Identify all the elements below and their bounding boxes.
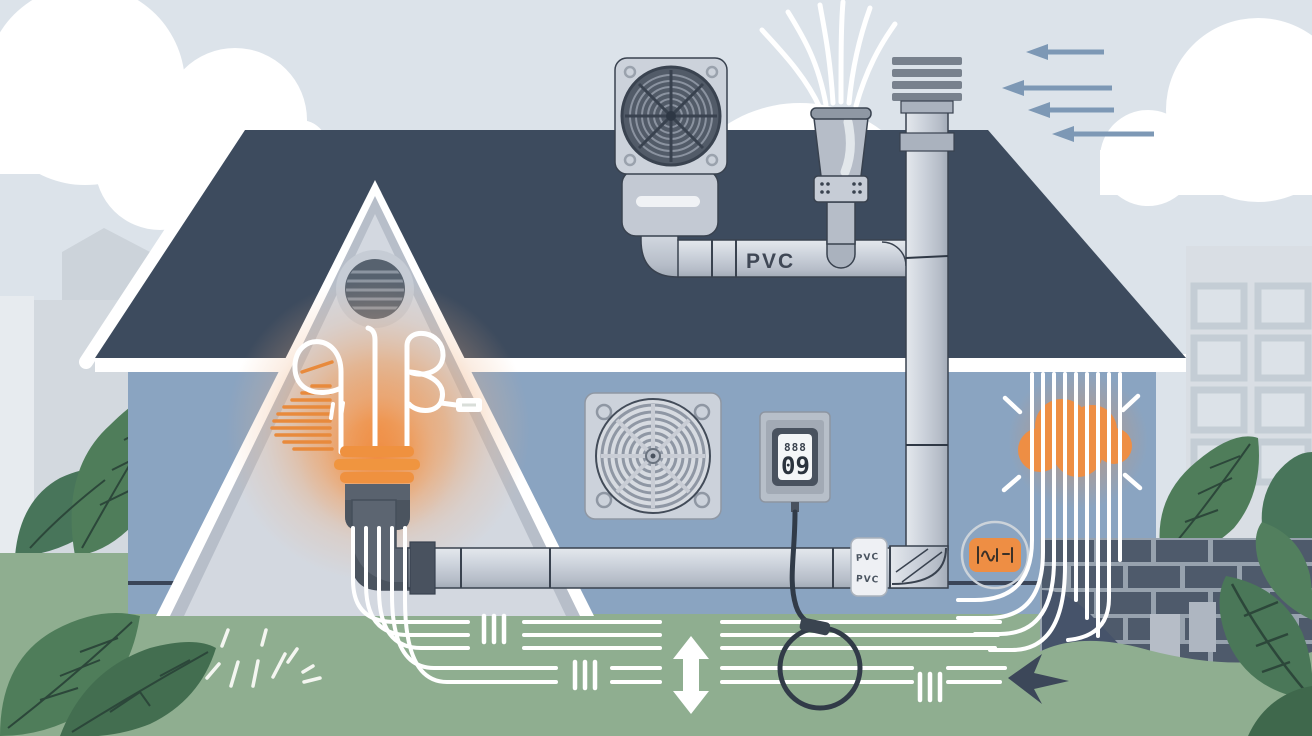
monitor-reading: 09 bbox=[781, 452, 810, 480]
radon-badge-icon bbox=[960, 520, 1030, 590]
rooftop-fan-icon bbox=[614, 57, 728, 237]
roof-left-eave-trim bbox=[79, 117, 249, 369]
bulb-filament bbox=[292, 325, 459, 455]
bush-bottom-right bbox=[1219, 522, 1312, 736]
grass-mound bbox=[1012, 640, 1312, 736]
exhaust-funnel-icon bbox=[759, 0, 898, 269]
soil-flow-lines bbox=[351, 526, 1007, 684]
base-elbow bbox=[889, 545, 949, 589]
base-pipe bbox=[407, 547, 909, 589]
roof-pipe-horizontal bbox=[677, 239, 911, 278]
vertical-vent-pipe bbox=[892, 57, 962, 551]
radon-flow-lines bbox=[956, 372, 1122, 652]
pipe-coupler-dark bbox=[409, 541, 436, 595]
exhaust-air-lines bbox=[759, 0, 898, 111]
monitor-header: 888 bbox=[784, 441, 807, 454]
wall-fan-icon bbox=[584, 392, 722, 520]
vertical-double-arrow-icon bbox=[673, 636, 709, 714]
pipe-sleeve-label: PVC PVC bbox=[850, 537, 888, 597]
soil-arrow-icon bbox=[1008, 654, 1069, 704]
monitor-icon: 888 09 bbox=[759, 411, 831, 512]
heat-bulb-icon bbox=[226, 278, 530, 582]
base-pipe-run: PVC PVC bbox=[351, 499, 949, 597]
sleeve-text-top: PVC bbox=[856, 552, 880, 564]
bush-bottom-left bbox=[0, 613, 216, 736]
bulb-collar bbox=[334, 446, 420, 483]
cloud-right bbox=[1100, 18, 1312, 206]
wind-arrows-icon bbox=[1002, 44, 1154, 142]
vent-cap-icon bbox=[892, 57, 962, 114]
cloud-sparkles bbox=[1001, 393, 1143, 493]
flow-tick-marks bbox=[481, 613, 943, 703]
foundation-block bbox=[1189, 602, 1216, 652]
monitor-cable bbox=[777, 509, 863, 711]
pvc-label: PVC bbox=[746, 250, 795, 273]
sleeve-text-bottom: PVC bbox=[856, 574, 880, 585]
